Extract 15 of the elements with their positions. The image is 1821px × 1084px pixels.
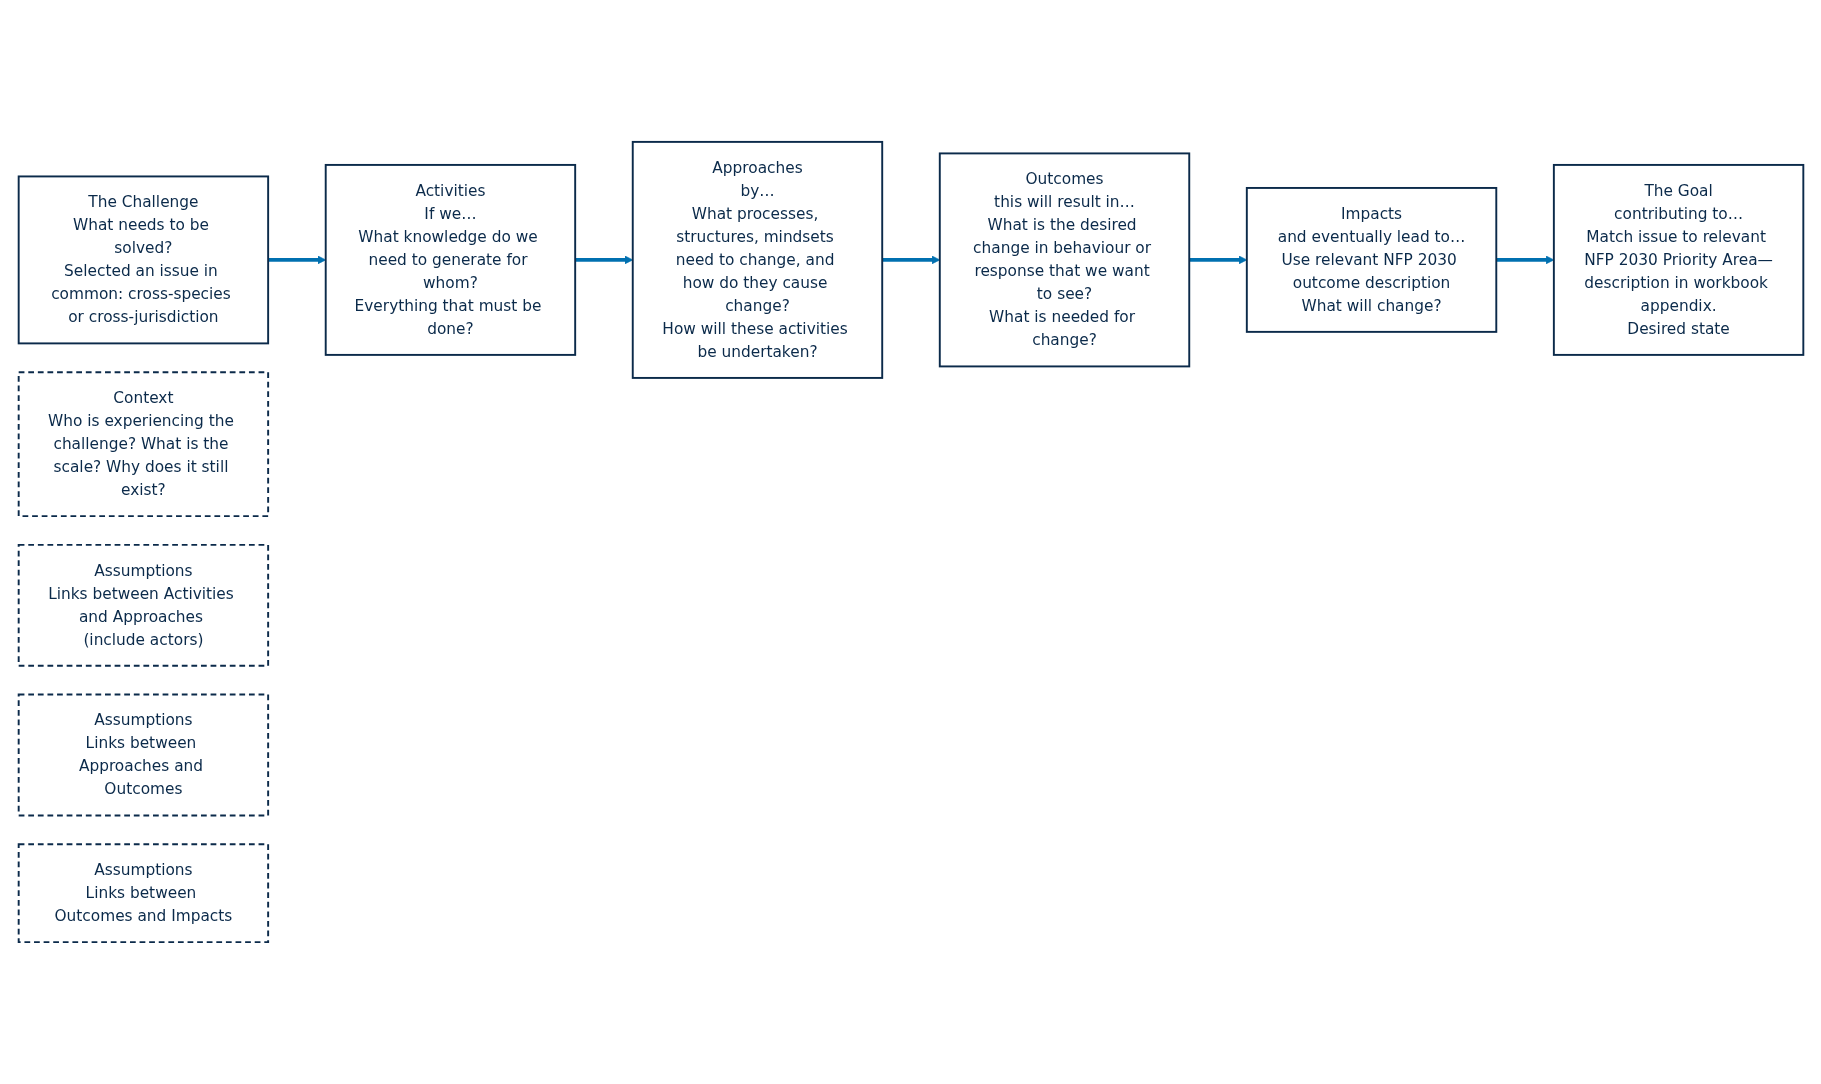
node-box: Activities If we… What knowledge do we need to generate for whom? Everything that must be done? — [324, 163, 576, 356]
node-box: The Goal contributing to… Match issue to relevant NFP 2030 Priority Area—description in workbook appendix. Desired state — [1552, 163, 1804, 356]
node-box: Approaches by… What processes, structures, mindsets need to change, and how do they cause change? How will these activities be undertaken? — [631, 140, 883, 379]
node-box: Outcomes this will result in… What is the desired change in behaviour or response that we want to see? What is needed for change? — [938, 152, 1190, 368]
node-box: Assumptions Links between Activities and Approaches (include actors) — [17, 543, 269, 667]
arrow — [1188, 255, 1247, 265]
node-box: Impacts and eventually lead to… Use relevant NFP 2030 outcome description What will change? — [1245, 187, 1497, 333]
arrow — [267, 255, 326, 265]
node-box: Assumptions Links between Outcomes and Impacts — [17, 843, 269, 944]
arrow — [881, 255, 940, 265]
node-box: The Challenge What needs to be solved? Selected an issue in common: cross-species or cross-jurisdiction — [17, 175, 269, 345]
arrow — [1495, 255, 1554, 265]
arrow — [574, 255, 633, 265]
node-box: Assumptions Links between Approaches and Outcomes — [17, 693, 269, 817]
node-box: Context Who is experiencing the challenge? What is the scale? Why does it still exist? — [17, 371, 269, 518]
